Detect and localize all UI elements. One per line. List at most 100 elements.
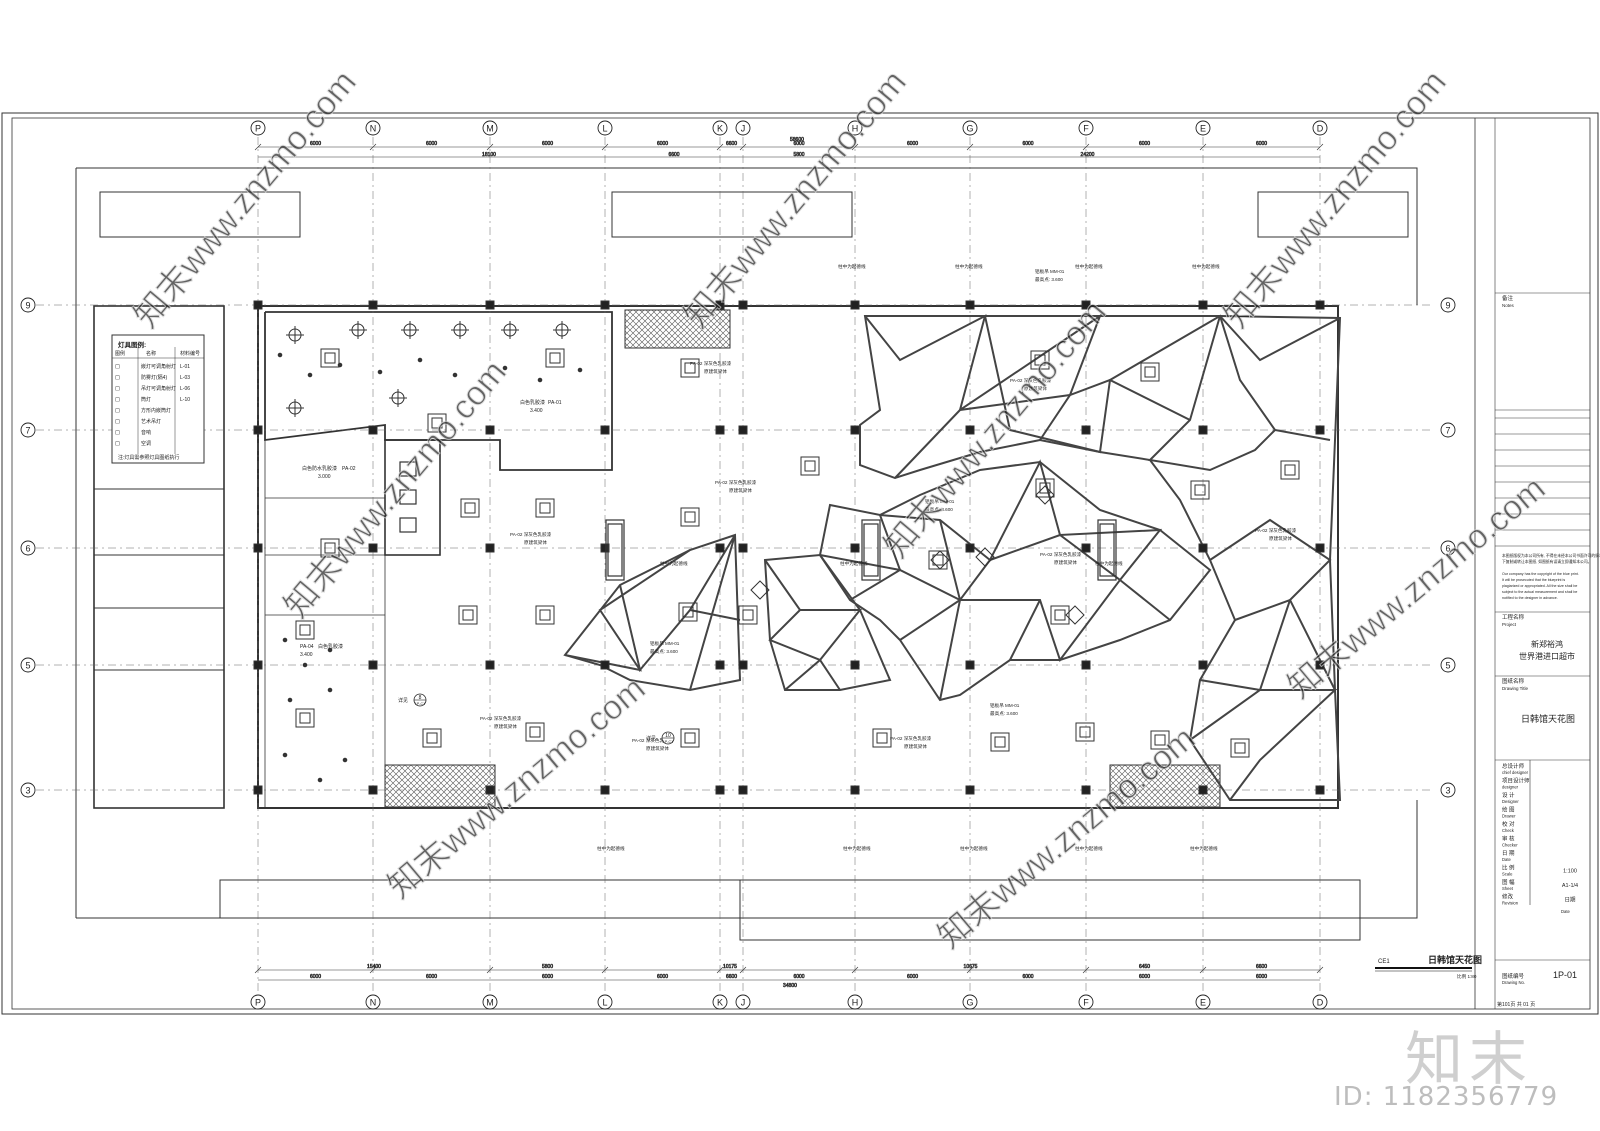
tb-drawing-en: Drawing Title (1502, 686, 1529, 691)
tb-role-cn: 日 期 (1502, 850, 1515, 857)
grid-label-D: D (1317, 998, 1324, 1008)
column (738, 300, 748, 310)
legend-symbol: ◻ (115, 408, 120, 414)
grid-label-H: H (852, 998, 859, 1008)
annotation-deep-grey: PA-02 深灰色乳胶漆 (632, 737, 674, 744)
grid-bubble-N (365, 120, 381, 136)
tb-role-value: 日期 (1564, 897, 1576, 904)
annotation-deep-grey: PA-02 深灰色乳胶漆 (1255, 527, 1297, 534)
grid-label-M: M (486, 124, 494, 134)
column (253, 543, 263, 553)
watermark-text: 知末www.znzmo.com (877, 293, 1114, 565)
annotation-column-line: 柱中为起德线 (660, 560, 688, 567)
grid-label-7: 7 (25, 426, 30, 436)
dim-segment-bottom: 6000 (542, 974, 553, 980)
grid-bubble-K (712, 994, 728, 1010)
grid-bubble-6 (20, 540, 36, 556)
annotation-top-height: 最高点: 3.600 (650, 648, 678, 655)
grid-label-3: 3 (25, 786, 30, 796)
grid-label-9: 9 (1445, 301, 1450, 311)
column (715, 785, 725, 795)
dim-segment-bottom: 6000 (1256, 974, 1267, 980)
square-light (1140, 362, 1160, 382)
tb-notes-label: 备注 (1502, 294, 1514, 302)
grid-label-N: N (370, 998, 377, 1008)
dim-sub-bottom: 6450 (1139, 964, 1150, 970)
spot-light (282, 752, 288, 758)
tb-role-en: Checker (1502, 843, 1518, 848)
dim-segment: 6000 (1139, 141, 1150, 147)
grid-label-L: L (602, 124, 607, 134)
faceted-ceiling (563, 313, 1342, 801)
square-light (1280, 460, 1300, 480)
column (850, 543, 860, 553)
tb-notes-en: Notes (1502, 303, 1515, 308)
spot-light (577, 367, 583, 373)
tb-role-en: Revision (1502, 901, 1519, 906)
legend-symbol: ◻ (115, 441, 120, 447)
tb-copyright-cn: 下复制或转让本图纸, 如图纸有误请立即通知本公司。 (1502, 559, 1591, 564)
annotation-beam: 原建筑梁体 (904, 743, 927, 750)
dim-sub-bottom: 15400 (367, 964, 381, 970)
sheet-inner-frame (11, 117, 1591, 1010)
annotation-column-line: 柱中为起德线 (955, 263, 983, 270)
dim-segment: 6000 (1022, 141, 1033, 147)
dim-tick (486, 143, 494, 151)
tb-page: 第101页 共 01 页 (1497, 1001, 1535, 1008)
square-light-inner (994, 736, 1006, 748)
watermark-brand: 知末 (1405, 1025, 1534, 1093)
section-mark-num: 8 (419, 695, 422, 701)
legend-symbol: ◻ (115, 386, 120, 392)
square-light-inner (876, 732, 888, 744)
diamond-light (750, 580, 770, 600)
annotation-pa02-code: PA-02 (342, 466, 356, 472)
tb-role-en: Scale (1502, 872, 1513, 877)
annotation-beam: 原建筑梁体 (494, 723, 517, 730)
dim-segment-bottom: 6000 (1022, 974, 1033, 980)
tb-drawing-no-label: 图纸编号 (1502, 972, 1525, 980)
sheet-outer-frame (1, 112, 1599, 1015)
spot-light (537, 377, 543, 383)
column (600, 543, 610, 553)
dim-segment-bottom: 6000 (1139, 974, 1150, 980)
grid-label-E: E (1200, 998, 1206, 1008)
square-light (680, 728, 700, 748)
annotation-mesh: 铝板吊 MM-01 (650, 640, 680, 647)
square-light (1230, 738, 1250, 758)
annotation-column-line: 柱中为起德线 (1095, 560, 1123, 567)
grid-bubble-F (1078, 120, 1094, 136)
spot-light (307, 372, 313, 378)
tb-role-cn: 审 核 (1502, 835, 1515, 843)
annotation-column-line: 柱中为起德线 (1190, 845, 1218, 852)
tb-role-cn: 项目设计师 (1502, 777, 1530, 785)
square-light-inner (431, 417, 443, 429)
square-light-inner (742, 609, 754, 621)
square-light-inner (684, 732, 696, 744)
grid-bubble-J (735, 994, 751, 1010)
dim-tick (1082, 143, 1090, 151)
square-light-inner (529, 726, 541, 738)
column (368, 543, 378, 553)
column (485, 660, 495, 670)
tb-role-cn: 图 幅 (1502, 878, 1515, 886)
grid-bubble-E (1195, 120, 1211, 136)
dim-sub: 5800 (793, 152, 804, 158)
grid-label-J: J (741, 124, 746, 134)
light-legend (111, 334, 205, 464)
annotation-deep-grey: PA-02 深灰色乳胶漆 (890, 735, 932, 742)
legend-name: 方形内嵌筒灯 (141, 407, 171, 414)
watermark-text: 知末www.znzmo.com (931, 719, 1203, 956)
dim-tick (739, 143, 747, 151)
dim-tick (966, 143, 974, 151)
grid-label-K: K (717, 124, 723, 134)
column (600, 785, 610, 795)
column (1081, 660, 1091, 670)
grid-label-K: K (717, 998, 723, 1008)
grid-bubble-D (1312, 994, 1328, 1010)
tb-role-en: Sheet (1502, 886, 1514, 891)
annotation-column-line: 柱中为起德线 (1075, 263, 1103, 270)
square-light-inner (324, 542, 336, 554)
legend-symbol: ◻ (115, 419, 120, 425)
square-light (535, 498, 555, 518)
column (1198, 543, 1208, 553)
